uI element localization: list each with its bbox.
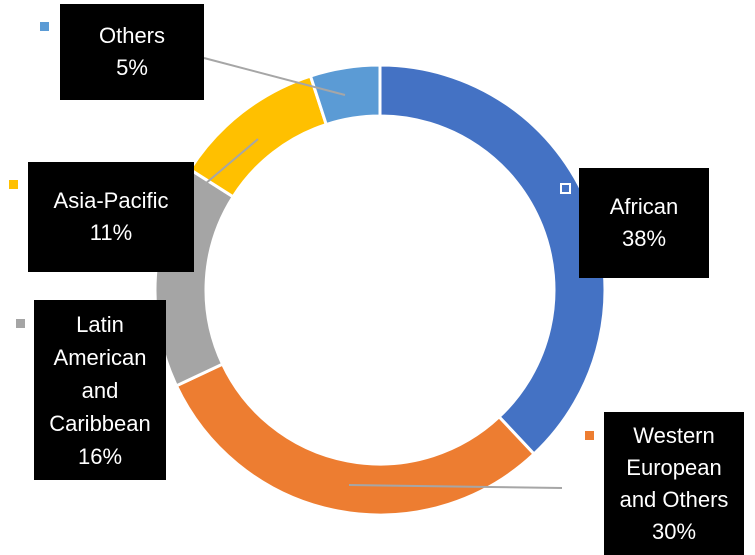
data-label-others-value: 5%	[116, 55, 148, 80]
data-label-latin-american-name-line-4: Caribbean	[49, 410, 151, 436]
data-label-asia-pacific-name: Asia-Pacific	[53, 188, 169, 213]
leader-line-western	[348, 484, 563, 489]
slice-african	[378, 63, 607, 457]
leader-lines	[203, 57, 563, 489]
data-label-latin-american-value: 16%	[77, 443, 123, 469]
data-label-western-european-name-line-3: and Others	[619, 486, 729, 512]
data-label-western-european-value: 30%	[651, 518, 697, 544]
data-label-african: African 38%	[579, 168, 709, 278]
data-label-latin-american-name-line-3: and	[81, 377, 119, 403]
data-label-others: Others 5%	[60, 4, 204, 100]
leader-line-asia	[204, 138, 259, 185]
leader-line-others	[203, 57, 346, 96]
legend-key-others	[40, 22, 49, 31]
data-label-latin-american-name-line-2: American	[53, 344, 147, 370]
data-label-western-european-name-line-1: Western	[633, 422, 715, 448]
data-label-african-name: African	[609, 194, 679, 219]
legend-key-western-european	[585, 431, 594, 440]
data-label-african-value: 38%	[621, 226, 667, 251]
data-label-latin-american: Latin American and Caribbean 16%	[34, 300, 166, 480]
data-label-western-european: Western European and Others 30%	[604, 412, 744, 555]
legend-key-asia-pacific	[9, 180, 18, 189]
legend-key-african	[560, 183, 571, 194]
data-label-asia-pacific-value: 11%	[89, 220, 133, 245]
slice-western-european-and-others	[174, 362, 537, 517]
data-label-western-european-name-line-2: European	[626, 454, 722, 480]
data-label-asia-pacific: Asia-Pacific 11%	[28, 162, 194, 272]
legend-key-latin-american	[16, 319, 25, 328]
donut-slices	[153, 63, 607, 517]
data-label-others-name: Others	[98, 23, 166, 48]
slice-others	[308, 63, 382, 127]
data-label-latin-american-name-line-1: Latin	[76, 311, 124, 337]
